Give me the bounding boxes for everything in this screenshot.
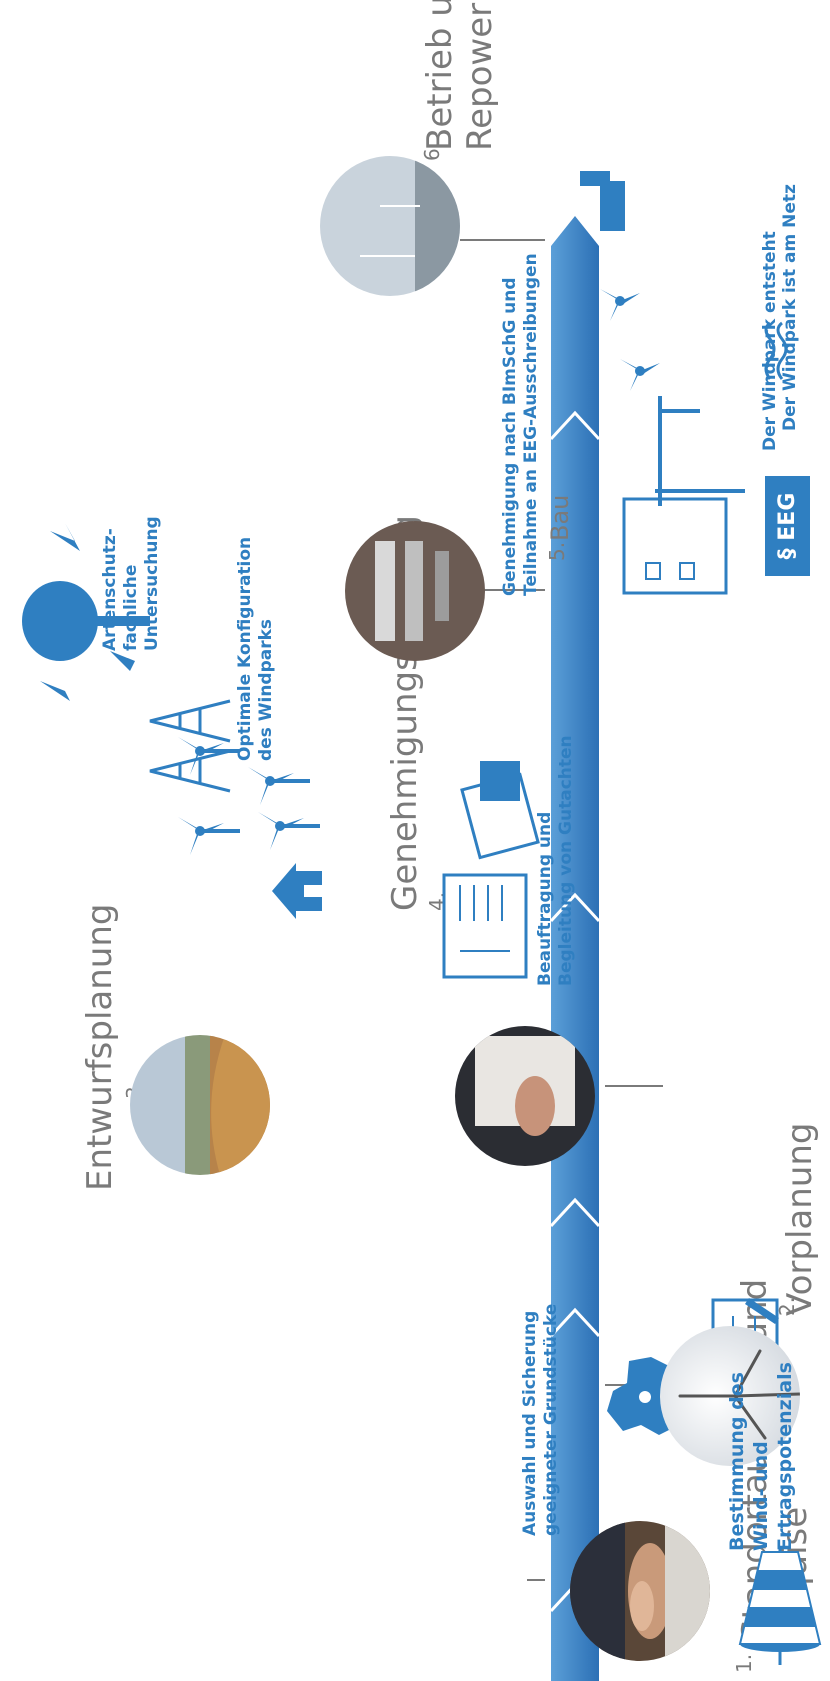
eeg-label: § EEG <box>775 492 800 560</box>
timeline-chevron <box>549 892 601 923</box>
timeline-chevron <box>549 1307 601 1338</box>
wind-turbine-icon <box>178 737 320 855</box>
stage-2-title: Vorplanung <box>780 1122 820 1317</box>
vorplanung-photo <box>660 1326 800 1466</box>
excavator-icon <box>580 171 625 231</box>
label-grundstuecke: Auswahl und Sicherung geeigneter Grundst… <box>520 1303 561 1536</box>
blueprint-icon <box>442 873 528 979</box>
wave-icon <box>764 321 788 380</box>
landscape-photo <box>130 1035 270 1175</box>
stage-5-title: Bau <box>546 494 574 541</box>
tree-birds-icon <box>22 523 150 701</box>
label-artenschutz: Artenschutz- fachliche Untersuchung <box>100 516 162 651</box>
crane-icon <box>655 396 745 506</box>
label-gutachten: Beauftragung und Begleitung von Gutachte… <box>535 735 576 986</box>
handshake-photo <box>570 1521 710 1661</box>
power-pylon-icon <box>149 699 231 793</box>
construction-photo <box>345 521 485 661</box>
connector-1 <box>527 1579 545 1581</box>
windsock-icon <box>738 1549 822 1665</box>
house-icon <box>272 863 322 919</box>
label-potenzial: Bestimmung des Wind- und Ertragspotenzia… <box>726 1362 796 1551</box>
timeline-chevron <box>549 1197 601 1228</box>
label-genehmigung: Genehmigung nach BImSchG und Teilnahme a… <box>500 253 541 596</box>
meeting-photo <box>455 1026 595 1166</box>
eeg-document-icon <box>622 497 728 595</box>
label-konfiguration: Optimale Konfiguration des Windparks <box>235 536 276 761</box>
label-netz: Der Windpark ist am Netz <box>780 184 800 431</box>
windpark-photo <box>320 156 460 296</box>
connector-4 <box>605 1085 663 1087</box>
connector-6 <box>460 239 545 241</box>
stage-5-number: 5. <box>545 541 569 561</box>
timeline-chevron <box>549 410 601 441</box>
paper-hand-icon <box>460 761 540 860</box>
eeg-badge: § EEG <box>765 476 810 576</box>
wind-turbine-icon <box>600 289 660 391</box>
stage-3-title: Entwurfsplanung <box>80 903 120 1191</box>
stage-6-title: Betrieb und Repowering <box>420 0 500 151</box>
